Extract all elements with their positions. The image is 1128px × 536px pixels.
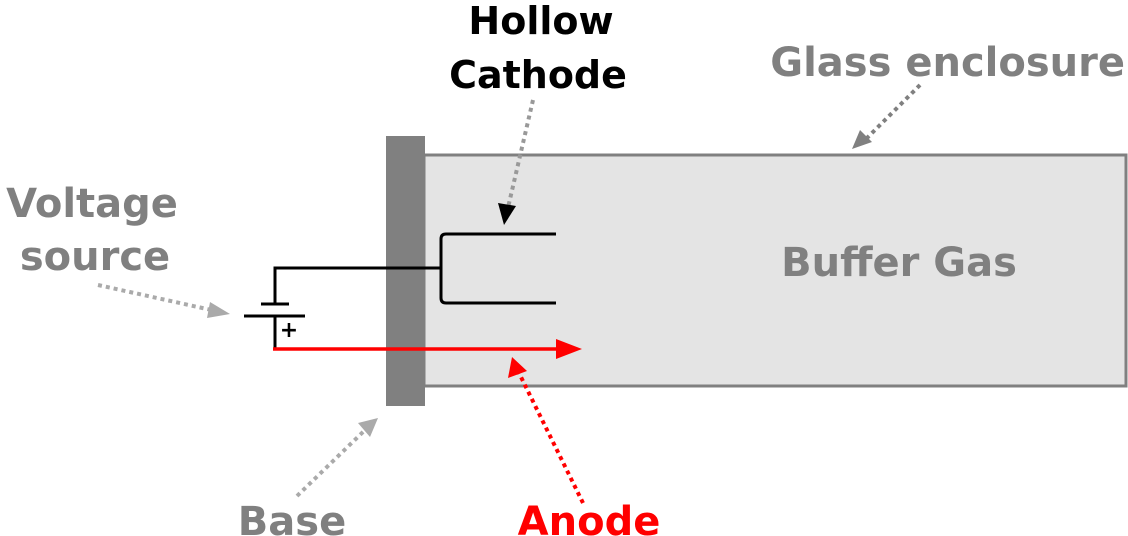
hollow-cathode-pointer-arrow — [505, 99, 535, 213]
voltage-source-arrowhead — [207, 302, 230, 318]
battery-plus-sign: + — [280, 318, 298, 343]
base-label: Base — [238, 499, 346, 536]
hollow-cathode-label-line2: Cathode — [449, 53, 627, 97]
anode-pointer-arrowhead — [508, 357, 527, 378]
voltage-source-label-line2: source — [20, 234, 170, 280]
glass-enclosure-arrowhead — [852, 130, 872, 149]
buffer-gas-label: Buffer Gas — [781, 240, 1017, 286]
battery-symbol: + — [244, 302, 305, 349]
anode-arrowhead — [556, 339, 582, 359]
hollow-cathode-label-line1: Hollow — [468, 0, 613, 43]
glass-enclosure-label: Glass enclosure — [770, 40, 1125, 86]
glass-enclosure — [422, 153, 1128, 388]
cathode-wire — [273, 266, 441, 304]
base-plate — [386, 136, 425, 406]
base-pointer-arrow — [295, 429, 366, 498]
anode-pointer-arrow — [517, 372, 585, 504]
base-arrowhead — [358, 418, 378, 437]
hollow-cathode-arrowhead — [498, 203, 516, 225]
glass-enclosure-pointer-arrow — [864, 83, 922, 141]
anode-label: Anode — [518, 499, 661, 536]
voltage-source-pointer-arrow — [97, 283, 217, 313]
voltage-source-label-line1: Voltage — [6, 181, 178, 227]
